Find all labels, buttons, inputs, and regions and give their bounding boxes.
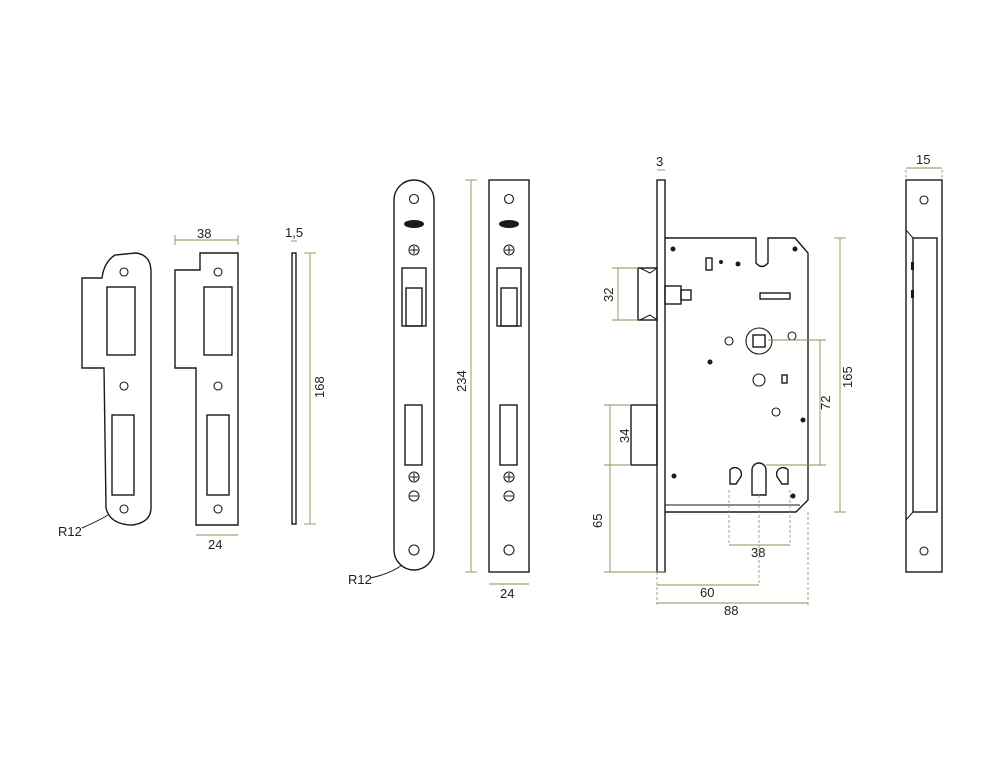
strike-plate-variant: 38 24 — [174, 226, 239, 552]
faceplate-height-label: 234 — [454, 370, 469, 392]
strike-side-view: 1,5 168 — [285, 225, 327, 525]
strike-height-label: 168 — [312, 376, 327, 398]
lock-lower-label: 65 — [590, 514, 605, 528]
strike-radius-label: R12 — [58, 524, 82, 539]
lock-body: 3 32 34 — [590, 154, 855, 618]
lock-body-height-label: 165 — [840, 366, 855, 388]
faceplate-square: 234 24 — [454, 179, 530, 601]
lock-side-view: 15 — [905, 152, 943, 573]
lock-deadbolt-label: 34 — [617, 429, 632, 443]
faceplate-width-label: 24 — [500, 586, 514, 601]
strike-thickness-label: 1,5 — [285, 225, 303, 240]
lock-depth-label: 88 — [724, 603, 738, 618]
faceplate-rounded: R12 — [348, 179, 435, 587]
lock-backset-label: 60 — [700, 585, 714, 600]
lock-faceplate-thickness-label: 3 — [656, 154, 663, 169]
lock-latch-label: 32 — [601, 288, 616, 302]
strike-width-label: 38 — [197, 226, 211, 241]
strike-bottom-width-label: 24 — [208, 537, 222, 552]
lock-centers-label: 72 — [818, 396, 833, 410]
lock-keyhole-spacing-label: 38 — [751, 545, 765, 560]
strike-plate-front: R12 — [58, 252, 152, 539]
side-width-label: 15 — [916, 152, 930, 167]
faceplate-radius-label: R12 — [348, 572, 372, 587]
